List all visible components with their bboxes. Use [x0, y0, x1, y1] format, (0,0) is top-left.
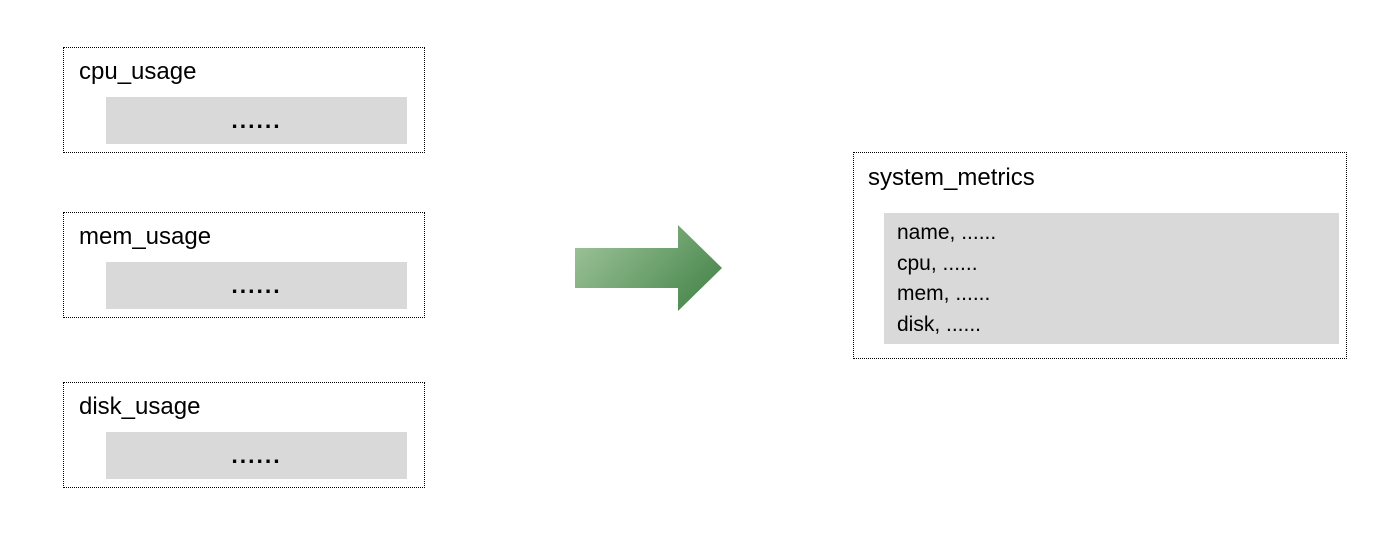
- source-table-cpu-usage: cpu_usage ......: [63, 47, 425, 153]
- source-table-title: mem_usage: [79, 223, 212, 250]
- source-table-rows-placeholder: ......: [106, 432, 407, 479]
- column-row: mem, ......: [897, 282, 991, 306]
- source-table-disk-usage: disk_usage ......: [63, 382, 425, 488]
- source-table-mem-usage: mem_usage ......: [63, 212, 425, 318]
- target-table-columns-panel: name, ...... cpu, ...... mem, ...... dis…: [884, 213, 1339, 344]
- column-row: name, ......: [897, 220, 997, 244]
- column-row: disk, ......: [897, 313, 982, 337]
- target-table-system-metrics: system_metrics name, ...... cpu, ...... …: [853, 152, 1347, 359]
- column-row: cpu, ......: [897, 251, 978, 275]
- ellipsis-text: ......: [231, 272, 282, 298]
- ellipsis-text: ......: [231, 107, 282, 133]
- source-table-rows-placeholder: ......: [106, 262, 407, 309]
- target-table-title: system_metrics: [868, 164, 1035, 191]
- ellipsis-text: ......: [231, 442, 282, 468]
- source-table-title: cpu_usage: [79, 58, 197, 85]
- source-table-rows-placeholder: ......: [106, 97, 407, 144]
- merge-arrow-icon: [575, 225, 722, 311]
- source-table-title: disk_usage: [79, 393, 201, 420]
